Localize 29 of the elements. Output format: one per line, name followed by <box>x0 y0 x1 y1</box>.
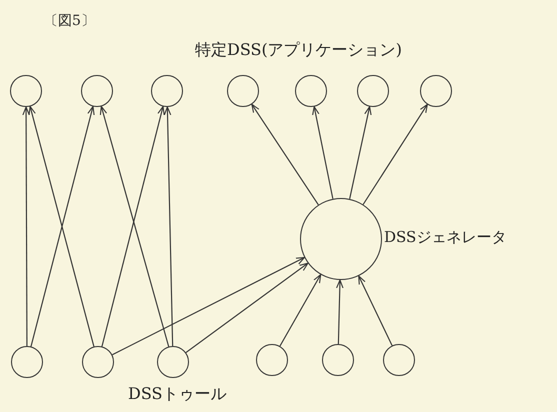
arrow <box>251 104 319 206</box>
arrow <box>362 104 428 205</box>
circle-node <box>151 75 183 107</box>
arrow <box>279 274 322 346</box>
circle-node <box>420 75 452 107</box>
arrow <box>112 257 305 356</box>
arrow <box>336 279 344 344</box>
arrow <box>358 275 393 346</box>
circle-node <box>82 346 114 378</box>
circle-node <box>10 75 42 107</box>
figure-number: 〔図5〕 <box>44 12 95 30</box>
circle-node <box>295 75 327 107</box>
arrow <box>312 106 334 199</box>
circle-node <box>383 344 415 376</box>
circle-node <box>157 346 189 378</box>
circle-node <box>11 346 43 378</box>
arrow <box>186 262 308 353</box>
group-label: 特定DSS(アプリケーション) <box>195 40 402 61</box>
group-label: DSSトゥール <box>128 384 226 405</box>
circle-node <box>81 75 113 107</box>
circle-node <box>357 75 389 107</box>
circle-node <box>227 75 259 107</box>
arrow <box>22 106 30 346</box>
arrow <box>349 106 372 200</box>
circle-node <box>300 198 382 280</box>
arrow <box>164 106 174 346</box>
circle-node <box>256 344 288 376</box>
node-caption: DSSジェネレータ <box>384 228 506 247</box>
circle-node <box>322 344 354 376</box>
